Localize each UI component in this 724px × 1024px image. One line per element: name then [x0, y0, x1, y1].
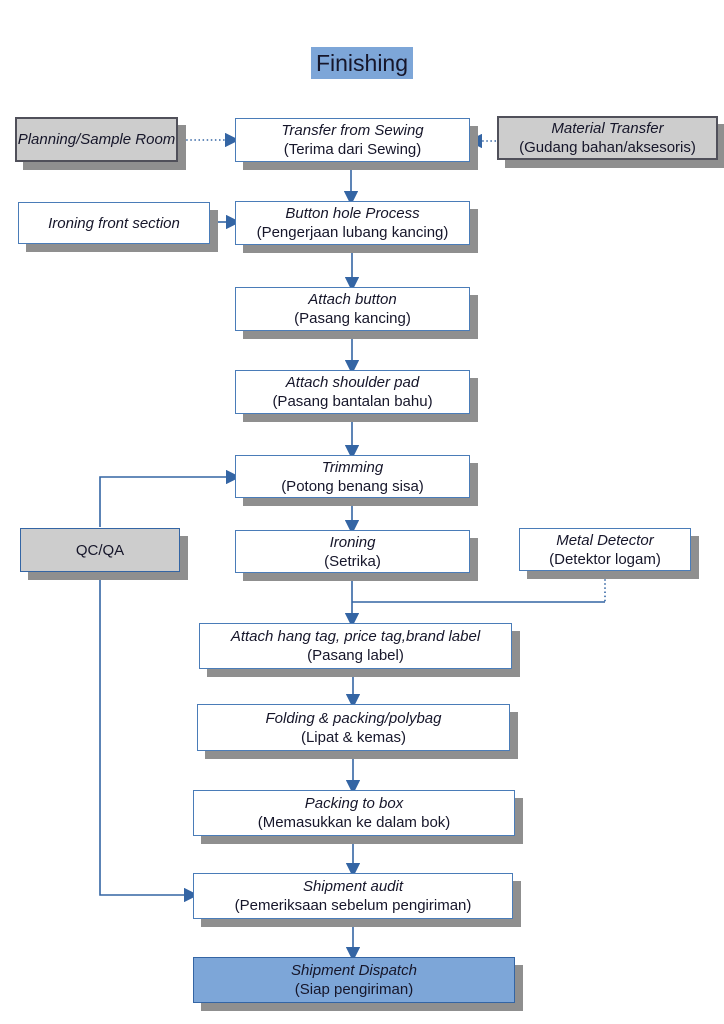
node-attach-shoulder-pad-sublabel: (Pasang bantalan bahu) — [272, 393, 433, 410]
node-button-hole-process-sublabel: (Pengerjaan lubang kancing) — [256, 224, 449, 241]
node-ironing-label: Ironing — [329, 533, 376, 551]
connector-qcqa-to-audit — [99, 572, 199, 903]
node-metal-detector: Metal Detector (Detektor logam) — [519, 528, 691, 571]
node-transfer-from-sewing-sublabel: (Terima dari Sewing) — [283, 141, 422, 158]
node-metal-detector-sublabel: (Detektor logam) — [549, 550, 661, 568]
node-qc-qa-label: QC/QA — [75, 541, 125, 559]
node-transfer-from-sewing: Transfer from Sewing (Terima dari Sewing… — [235, 118, 470, 162]
node-attach-shoulder-pad: Attach shoulder pad (Pasang bantalan bah… — [235, 370, 470, 414]
node-attach-hang-tag-sublabel: (Pasang label) — [307, 647, 404, 664]
node-material-transfer-sublabel: (Gudang bahan/aksesoris) — [519, 139, 696, 156]
node-shipment-dispatch-sublabel: (Siap pengiriman) — [294, 981, 414, 998]
node-attach-hang-tag: Attach hang tag, price tag,brand label (… — [199, 623, 512, 669]
node-material-transfer-label: Material Transfer — [551, 120, 664, 137]
node-material-transfer: Material Transfer (Gudang bahan/aksesori… — [497, 116, 718, 160]
node-qc-qa: QC/QA — [20, 528, 180, 572]
page-title: Finishing — [310, 47, 414, 79]
node-shipment-audit-label: Shipment audit — [302, 878, 404, 895]
node-button-hole-process-label: Button hole Process — [285, 205, 420, 222]
node-folding-packing-polybag-sublabel: (Lipat & kemas) — [300, 728, 407, 746]
node-trimming-sublabel: (Potong benang sisa) — [281, 477, 424, 495]
node-shipment-dispatch: Shipment Dispatch (Siap pengiriman) — [193, 957, 515, 1003]
node-shipment-audit-sublabel: (Pemeriksaan sebelum pengiriman) — [234, 897, 472, 914]
node-ironing-sublabel: (Setrika) — [324, 552, 381, 570]
node-ironing-front-section-label: Ironing front section — [48, 214, 180, 232]
node-button-hole-process: Button hole Process (Pengerjaan lubang k… — [235, 201, 470, 245]
node-shipment-audit: Shipment audit (Pemeriksaan sebelum peng… — [193, 873, 513, 919]
node-packing-to-box-label: Packing to box — [304, 795, 404, 812]
node-packing-to-box-sublabel: (Memasukkan ke dalam bok) — [257, 814, 451, 831]
node-attach-hang-tag-label: Attach hang tag, price tag,brand label — [230, 628, 481, 645]
node-metal-detector-label: Metal Detector — [556, 531, 654, 549]
node-ironing: Ironing (Setrika) — [235, 530, 470, 573]
node-attach-button: Attach button (Pasang kancing) — [235, 287, 470, 331]
node-packing-to-box: Packing to box (Memasukkan ke dalam bok) — [193, 790, 515, 836]
node-folding-packing-polybag-label: Folding & packing/polybag — [265, 709, 442, 727]
node-transfer-from-sewing-label: Transfer from Sewing — [281, 122, 424, 139]
node-attach-button-label: Attach button — [308, 291, 397, 308]
node-planning-sample-room-label: Planning/Sample Room — [17, 131, 176, 148]
node-ironing-front-section: Ironing front section — [18, 202, 210, 244]
node-trimming: Trimming (Potong benang sisa) — [235, 455, 470, 498]
connector-qcqa-to-trimming — [99, 469, 241, 527]
node-attach-shoulder-pad-label: Attach shoulder pad — [285, 374, 420, 391]
node-planning-sample-room: Planning/Sample Room — [15, 117, 178, 162]
node-trimming-label: Trimming — [321, 458, 384, 476]
node-shipment-dispatch-label: Shipment Dispatch — [291, 962, 417, 979]
page-title-row: Finishing — [0, 47, 724, 79]
node-attach-button-sublabel: (Pasang kancing) — [294, 310, 411, 327]
node-folding-packing-polybag: Folding & packing/polybag (Lipat & kemas… — [197, 704, 510, 751]
